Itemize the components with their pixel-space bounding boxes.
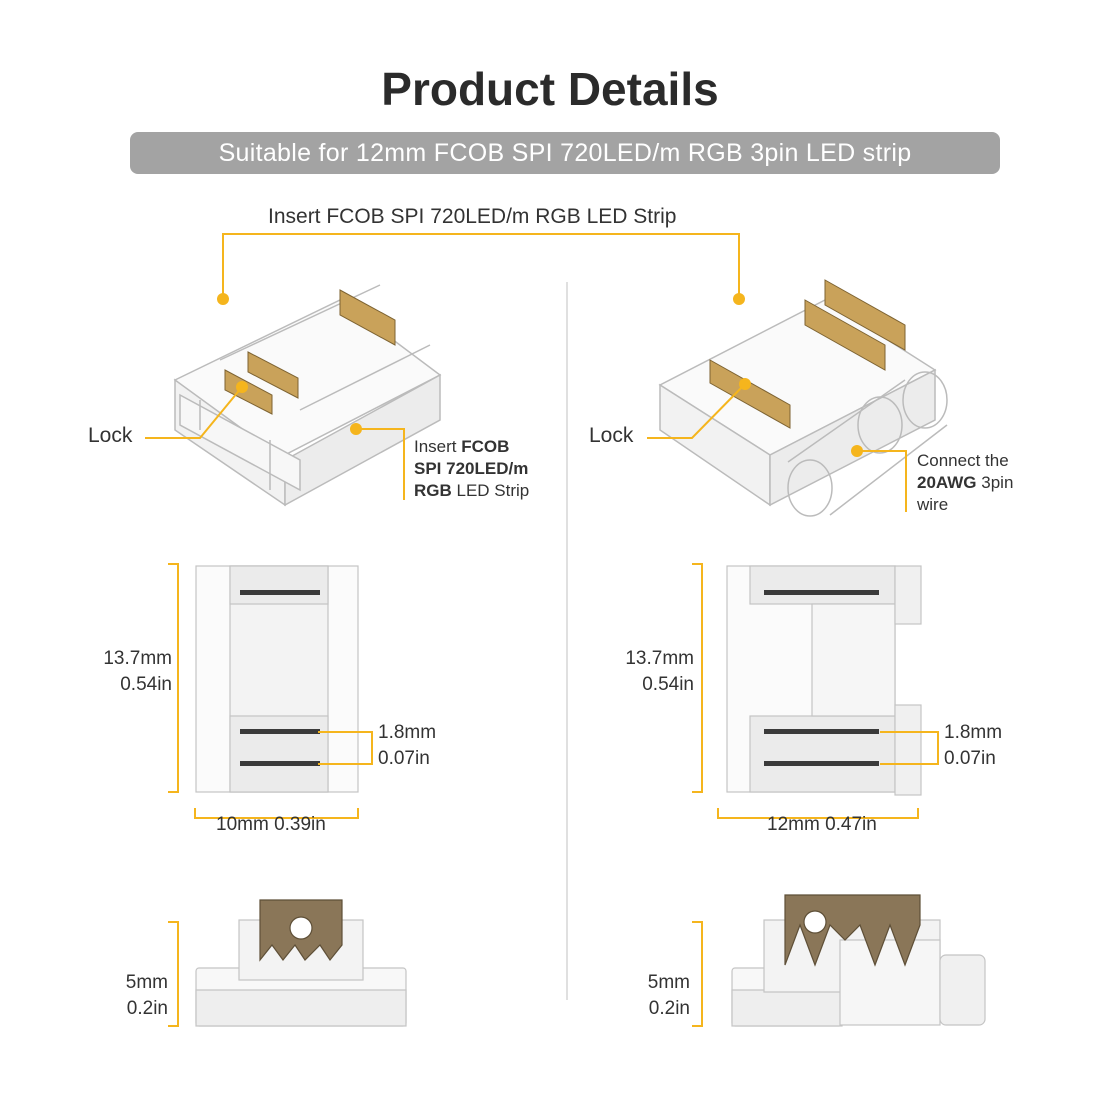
left-width-dimension: 10mm 0.39in bbox=[216, 814, 326, 835]
lock-label-left: Lock bbox=[88, 424, 133, 447]
left-height-dimension: 13.7mm 0.54in bbox=[103, 648, 172, 695]
left-side-height-dimension: 5mm 0.2in bbox=[125, 972, 168, 1019]
left-pitch-dimension: 1.8mm 0.07in bbox=[378, 722, 437, 769]
right-pitch-dimension: 1.8mm 0.07in bbox=[944, 722, 1003, 769]
wire-leader-right bbox=[857, 450, 907, 512]
right-top-slots bbox=[764, 590, 879, 766]
callout-dot-left bbox=[217, 293, 229, 305]
left-dimension-lines bbox=[168, 563, 373, 819]
insert-callout-label: Insert FCOB SPI 720LED/m RGB LED Strip bbox=[268, 205, 677, 228]
right-height-dimension: 13.7mm 0.54in bbox=[625, 648, 694, 695]
subtitle-banner: Suitable for 12mm FCOB SPI 720LED/m RGB … bbox=[130, 132, 1000, 174]
left-top-slots bbox=[240, 590, 320, 766]
callout-dot-right bbox=[733, 293, 745, 305]
page-title: Product Details bbox=[381, 63, 719, 115]
left-side-view bbox=[195, 899, 407, 1027]
right-side-view bbox=[731, 894, 986, 1027]
lock-leader-right bbox=[647, 383, 746, 439]
insert-callout-bracket bbox=[222, 233, 740, 298]
lock-label-right: Lock bbox=[589, 424, 634, 447]
right-contact-pins bbox=[709, 279, 906, 429]
lock-leader-left bbox=[145, 386, 243, 439]
right-side-dimension bbox=[692, 921, 703, 1027]
right-width-dimension: 12mm 0.47in bbox=[767, 814, 877, 835]
insert-strip-label: Insert FCOB SPI 720LED/m RGB LED Strip bbox=[414, 437, 530, 500]
left-connector-iso bbox=[173, 284, 442, 507]
left-side-dimension bbox=[168, 921, 179, 1027]
left-top-view bbox=[195, 565, 359, 793]
left-contact-pins bbox=[224, 289, 396, 415]
right-side-height-dimension: 5mm 0.2in bbox=[647, 972, 690, 1019]
right-dimension-lines bbox=[692, 563, 939, 819]
insert-leader-left bbox=[356, 428, 405, 500]
right-top-view bbox=[726, 565, 922, 796]
wire-label: Connect the 20AWG 3pin wire bbox=[917, 451, 1014, 514]
